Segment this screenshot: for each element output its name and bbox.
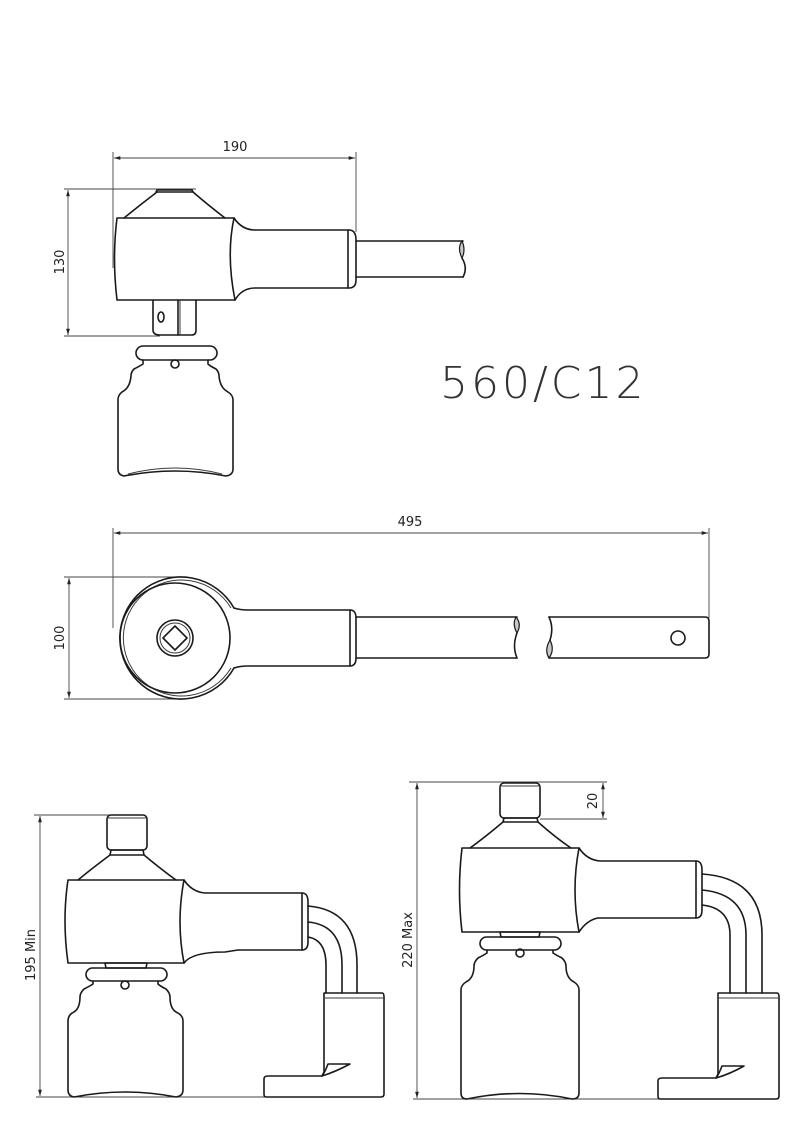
- model-label: 560/C12: [440, 358, 647, 409]
- dim-label-20: 20: [586, 793, 601, 810]
- side-view: 190 130: [53, 140, 467, 477]
- dimension-220-max: 220 Max: [401, 781, 660, 1100]
- dim-label-190: 190: [223, 140, 248, 155]
- dimension-20: 20: [540, 781, 607, 820]
- dim-label-100: 100: [53, 626, 68, 651]
- dimension-190: 190: [112, 140, 357, 268]
- dimension-100: 100: [53, 576, 180, 700]
- dim-label-130: 130: [53, 250, 68, 275]
- min-height-view: 195 Min: [24, 814, 385, 1098]
- top-view: 495 100: [53, 515, 710, 700]
- max-height-view: 220 Max 20: [401, 781, 780, 1100]
- dim-label-195-min: 195 Min: [24, 929, 39, 981]
- socket-side: [117, 345, 234, 477]
- dimension-130: 130: [53, 188, 196, 337]
- dimension-495: 495: [112, 515, 710, 628]
- dim-label-495: 495: [398, 515, 423, 530]
- dim-label-220-max: 220 Max: [401, 912, 416, 968]
